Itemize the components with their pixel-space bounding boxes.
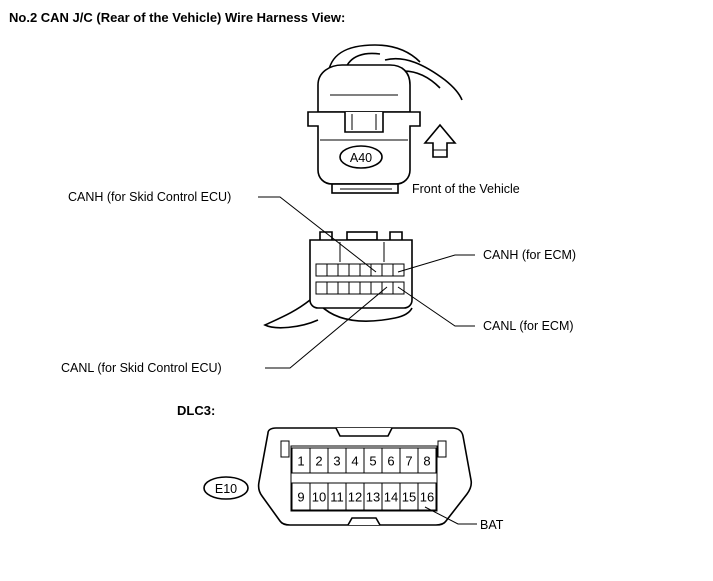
connector-a40-plug: A40 [307,44,463,194]
socket-tab [389,231,403,240]
plug-cap [317,64,411,113]
connector-code-e10: E10 [215,482,237,496]
harness-wire [319,304,413,322]
dlc3-pin-number: 10 [312,490,326,505]
socket-tab [319,231,333,240]
dlc3-pin-number: 5 [369,454,376,469]
dlc3-pin-number: 14 [384,490,398,505]
label-canh-ecm: CANH (for ECM) [483,248,576,262]
leader-canl-ecm [397,286,475,327]
leader-canl-skid [265,286,388,369]
leader-bat [424,506,477,525]
dlc3-pin-number: 4 [351,454,358,469]
dlc3-pin-number: 1 [297,454,304,469]
dlc3-pin-number: 16 [420,490,434,505]
connector-a40-socket [263,231,413,329]
dlc3-pin-number: 11 [330,490,344,505]
page-title: No.2 CAN J/C (Rear of the Vehicle) Wire … [9,10,345,25]
connector-code-badge [339,145,383,169]
label-bat: BAT [480,518,504,532]
dlc3-top-key [335,427,393,437]
connector-code-badge [203,476,249,500]
dlc3-pin-number: 3 [333,454,340,469]
label-canl-ecm: CANL (for ECM) [483,319,574,333]
dlc3-pin-row-bottom: 9 10 11 12 13 14 15 16 [291,482,437,511]
up-arrow-icon [423,123,457,158]
dlc3-pin-number: 12 [348,490,362,505]
dlc3-pin-cell [417,482,437,511]
label-canh-skid-control: CANH (for Skid Control ECU) [68,190,231,204]
dlc3-pin-number: 9 [297,490,304,505]
connector-code-a40: A40 [350,151,372,165]
harness-wire [384,57,463,101]
dlc3-bottom-key [347,517,381,526]
dlc3-guide-slot [437,440,447,458]
dlc3-pin-number: 13 [366,490,380,505]
leader-canh-ecm [397,254,475,273]
dlc3-guide-slot [280,440,290,458]
dlc3-pin-number: 7 [405,454,412,469]
front-of-vehicle-label: Front of the Vehicle [412,182,520,196]
socket-latch [346,231,378,241]
leader-canh-skid [258,196,377,273]
dlc3-heading: DLC3: [177,403,215,418]
dlc3-pin-number: 6 [387,454,394,469]
dlc3-pin-number: 2 [315,454,322,469]
label-canl-skid-control: CANL (for Skid Control ECU) [61,361,222,375]
dlc3-pin-number: 15 [402,490,416,505]
plug-latch [344,112,384,133]
harness-wire [263,299,319,329]
dlc3-pin-cell [417,447,437,474]
harness-wire [327,44,421,76]
dlc3-pin-number: 8 [423,454,430,469]
